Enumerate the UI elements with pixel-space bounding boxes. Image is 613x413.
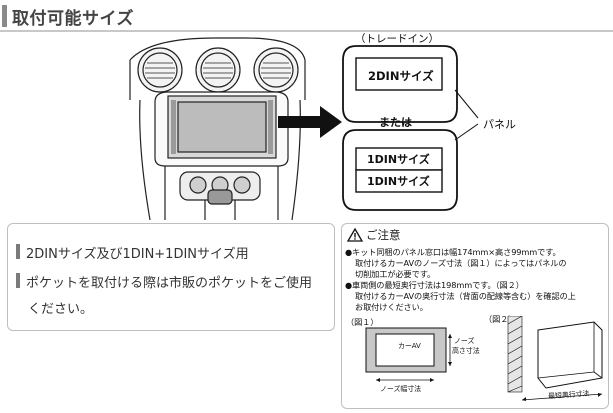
caution-bullet-1-line-1: ●キット同梱のパネル窓口は幅174mm×高さ99mmです。 <box>345 247 561 257</box>
nose-width-label: ノーズ幅寸法 <box>380 385 422 393</box>
din2-label: 2DINサイズ <box>368 69 434 83</box>
caution-bullet-1-line-2: 取付けるカーAVのノーズ寸法（図１）によってはパネルの <box>355 258 567 268</box>
arrow-right <box>278 106 342 138</box>
panel-label: パネル <box>483 118 516 131</box>
fig1-label: （図１） <box>346 317 379 327</box>
caution-box: ご注意 ●キット同梱のパネル窓口は幅174mm×高さ99mmです。 取付けるカー… <box>341 223 609 409</box>
nose-height-label-2: 高さ寸法 <box>452 347 480 355</box>
or-label: または <box>379 116 412 129</box>
dashboard-illustration <box>129 37 479 220</box>
info-text-2: ポケットを取付ける際は市販のポケットをご使用 <box>26 276 313 291</box>
car-av-label: カーAV <box>398 342 421 350</box>
compatibility-info-box: 2DINサイズ及び1DIN+1DINサイズ用 ポケットを取付ける際は市販のポケッ… <box>7 223 335 331</box>
warning-icon <box>347 228 363 242</box>
caution-bullet-2-line-1: ●車両側の最短奥行寸法は198mmです。（図２） <box>345 280 524 290</box>
fig2-label: （図２） <box>484 314 517 324</box>
info-item-1: 2DINサイズ及び1DIN+1DINサイズ用 <box>16 243 249 262</box>
bullet-marker <box>16 244 20 259</box>
caution-bullet-2-line-2: 取付けるカーAVの奥行寸法（背面の配線等含む）を確認の上 <box>355 291 576 301</box>
panel-1din <box>342 129 458 211</box>
info-item-2: ポケットを取付ける際は市販のポケットをご使用 <box>16 272 312 291</box>
info-text-2-cont: ください。 <box>28 302 94 317</box>
trade-in-label: （トレードイン） <box>355 33 439 45</box>
title-underline <box>0 30 613 32</box>
page-title: 取付可能サイズ <box>12 9 134 29</box>
nose-height-label-1: ノーズ <box>454 337 475 345</box>
fig2-depth-diagram <box>507 316 603 401</box>
dashboard-drawing <box>129 37 306 220</box>
panel-2din <box>342 45 458 123</box>
caution-bullet-2-line-3: お取付けください。 <box>355 302 428 312</box>
din1-top-label: 1DINサイズ <box>367 153 430 166</box>
info-text-1: 2DINサイズ及び1DIN+1DINサイズ用 <box>26 247 249 262</box>
bullet-marker <box>16 273 20 288</box>
fig1-nose-diagram <box>365 327 452 382</box>
title-marker <box>2 5 7 27</box>
caution-bullet-1-line-3: 切削加工が必要です。 <box>355 269 436 279</box>
caution-title: ご注意 <box>366 228 401 242</box>
din1-bottom-label: 1DINサイズ <box>367 175 430 188</box>
section-header: 取付可能サイズ <box>0 2 613 32</box>
